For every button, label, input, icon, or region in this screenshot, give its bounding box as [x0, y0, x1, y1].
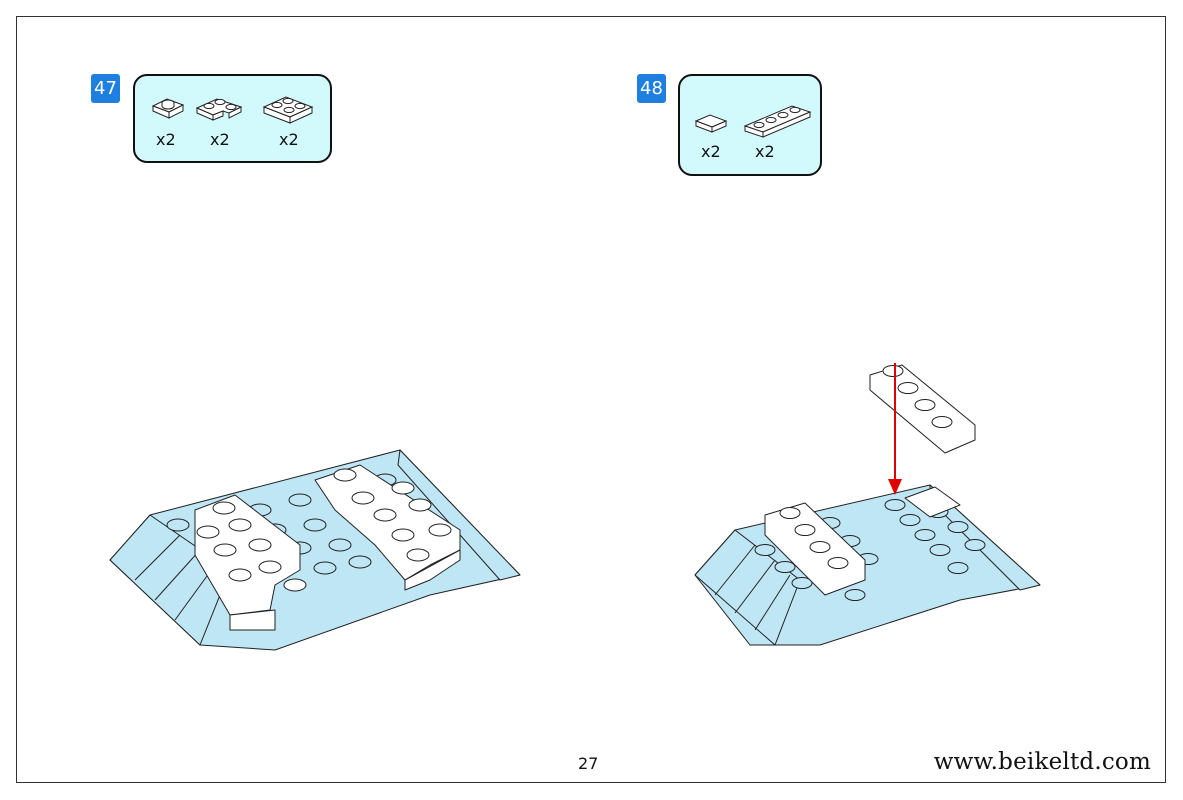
- step-number-badge: 47: [91, 74, 120, 103]
- plate-1x4-icon: [743, 105, 812, 138]
- website-url[interactable]: www.beikeltd.com: [933, 749, 1151, 775]
- tile-1x1-icon: [694, 114, 728, 133]
- plate-1x1-icon: [151, 98, 185, 119]
- part-quantity: x2: [279, 130, 299, 149]
- plate-corner-icon: [195, 98, 243, 121]
- page-frame: [16, 16, 1166, 783]
- part-quantity: x2: [156, 130, 176, 149]
- plate-2x2-icon: [262, 96, 314, 124]
- parts-callout: x2 x2: [678, 74, 822, 176]
- step-number-badge: 48: [637, 74, 666, 103]
- part-quantity: x2: [755, 142, 775, 161]
- page-number: 27: [578, 754, 599, 773]
- step-47-assembly-illustration: [109, 449, 521, 651]
- part-quantity: x2: [701, 142, 721, 161]
- part-quantity: x2: [210, 130, 230, 149]
- parts-callout: x2 x2 x2: [133, 74, 332, 163]
- step-48-assembly-illustration: [694, 363, 1041, 646]
